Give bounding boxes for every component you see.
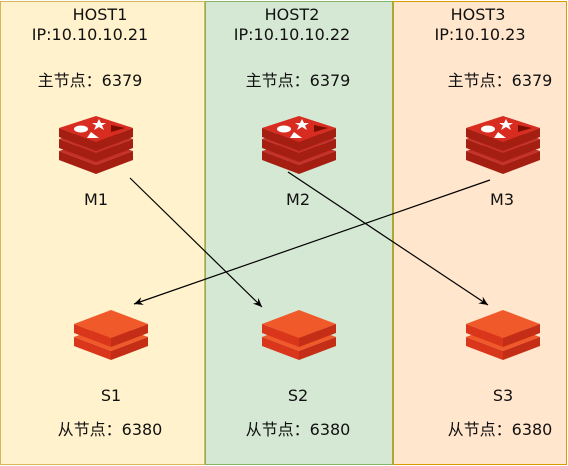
master-m1-icon [59,116,133,174]
master-m2-label: M2 [286,190,310,209]
master-m3-label: M3 [490,190,514,209]
arrow-m3-to-s1 [133,179,491,305]
host2-ip: IP:10.10.10.22 [233,25,351,44]
host1-master-port: 主节点：6379 [37,71,143,90]
host3-ip: IP:10.10.23 [434,25,526,44]
slave-s1-icon [74,310,148,360]
host2-name: HOST2 [264,5,320,24]
host2-slave-port: 从节点：6380 [245,420,351,439]
arrow-m1-to-s2 [129,177,263,308]
host2-column [205,1,393,465]
host3-name: HOST3 [450,5,506,24]
master-m3-icon [466,116,540,174]
slave-s2-icon [262,310,336,360]
slave-s3-icon [466,310,540,360]
master-m1-label: M1 [84,190,108,209]
host1-ip: IP:10.10.10.21 [31,25,149,44]
arrow-m2-to-s3 [287,171,489,306]
host1-name: HOST1 [72,5,128,24]
host3-column [393,1,567,465]
host2-master-port: 主节点：6379 [245,71,351,90]
slave-s1-label: S1 [100,386,122,405]
host1-slave-port: 从节点：6380 [57,420,163,439]
host1-column [0,1,205,465]
slave-s3-label: S3 [492,386,514,405]
host3-slave-port: 从节点：6380 [447,420,553,439]
slave-s2-label: S2 [287,386,309,405]
host3-master-port: 主节点：6379 [447,71,553,90]
master-m2-icon [262,116,336,174]
